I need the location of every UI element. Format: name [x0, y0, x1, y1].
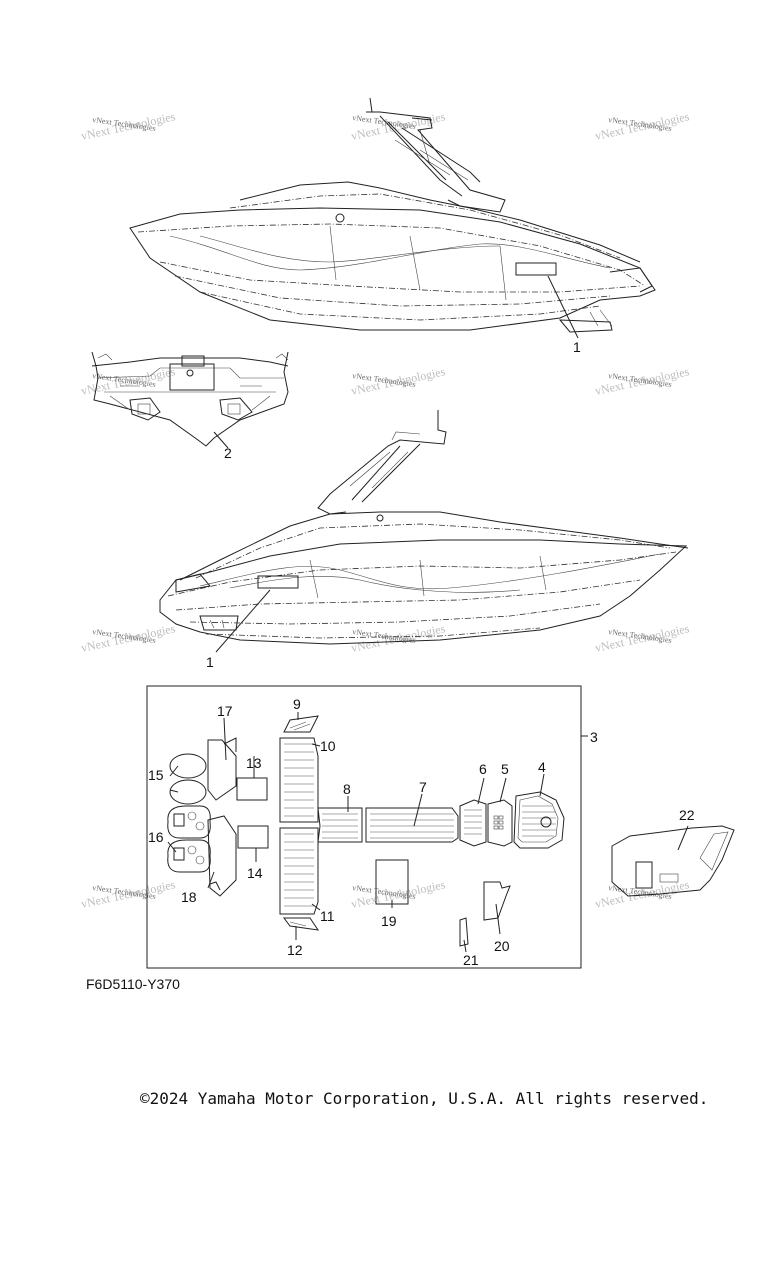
- boat-illustration-port-side: [129, 97, 656, 339]
- mat-set-frame: [146, 685, 582, 969]
- part-16-mat: [167, 805, 211, 873]
- callout-20: 20: [494, 938, 510, 954]
- copyright-notice: ©2024 Yamaha Motor Corporation, U.S.A. A…: [140, 1089, 709, 1108]
- part-20-mat: [483, 881, 511, 935]
- part-11-mat: [279, 827, 321, 915]
- part-4-mat: [513, 773, 565, 849]
- callout-2: 2: [224, 445, 232, 461]
- part-13-mat: [236, 756, 268, 801]
- callout-22: 22: [679, 807, 695, 823]
- callout-6: 6: [479, 761, 487, 777]
- callout-8: 8: [343, 781, 351, 797]
- part-5-mat: [487, 777, 513, 847]
- part-15-mat: [169, 753, 207, 805]
- part-10-mat: [279, 737, 321, 823]
- callout-9: 9: [293, 696, 301, 712]
- callout-3: 3: [590, 729, 598, 745]
- diagram-code: F6D5110-Y370: [86, 976, 180, 992]
- part-17-mat: [207, 717, 237, 801]
- callout-12: 12: [287, 942, 303, 958]
- callout-19: 19: [381, 913, 397, 929]
- part-18-mat: [207, 815, 237, 897]
- callout-1b: 1: [206, 654, 214, 670]
- part-9-mat: [283, 712, 319, 733]
- callout-10: 10: [320, 738, 336, 754]
- callout-13: 13: [246, 755, 262, 771]
- boat-illustration-starboard-side: [159, 410, 689, 653]
- boat-illustration-stern-view: [91, 351, 289, 449]
- callout-21: 21: [463, 952, 479, 968]
- part-8-mat: [317, 796, 363, 843]
- part-21-mat: [459, 917, 469, 953]
- callout-14: 14: [247, 865, 263, 881]
- part-19-mat: [375, 859, 409, 908]
- part-7-mat: [365, 793, 459, 843]
- callout-18: 18: [181, 889, 197, 905]
- callout-7: 7: [419, 779, 427, 795]
- callout-1: 1: [573, 339, 581, 355]
- callout-4: 4: [538, 759, 546, 775]
- callout-16: 16: [148, 829, 164, 845]
- part-12-mat: [283, 917, 320, 940]
- callout-11: 11: [320, 908, 335, 924]
- callout-15: 15: [148, 767, 164, 783]
- part-22-mat: [611, 825, 735, 897]
- callout-5: 5: [501, 761, 509, 777]
- part-6-mat: [459, 777, 487, 847]
- part-14-mat: [237, 825, 269, 862]
- callout-17: 17: [217, 703, 233, 719]
